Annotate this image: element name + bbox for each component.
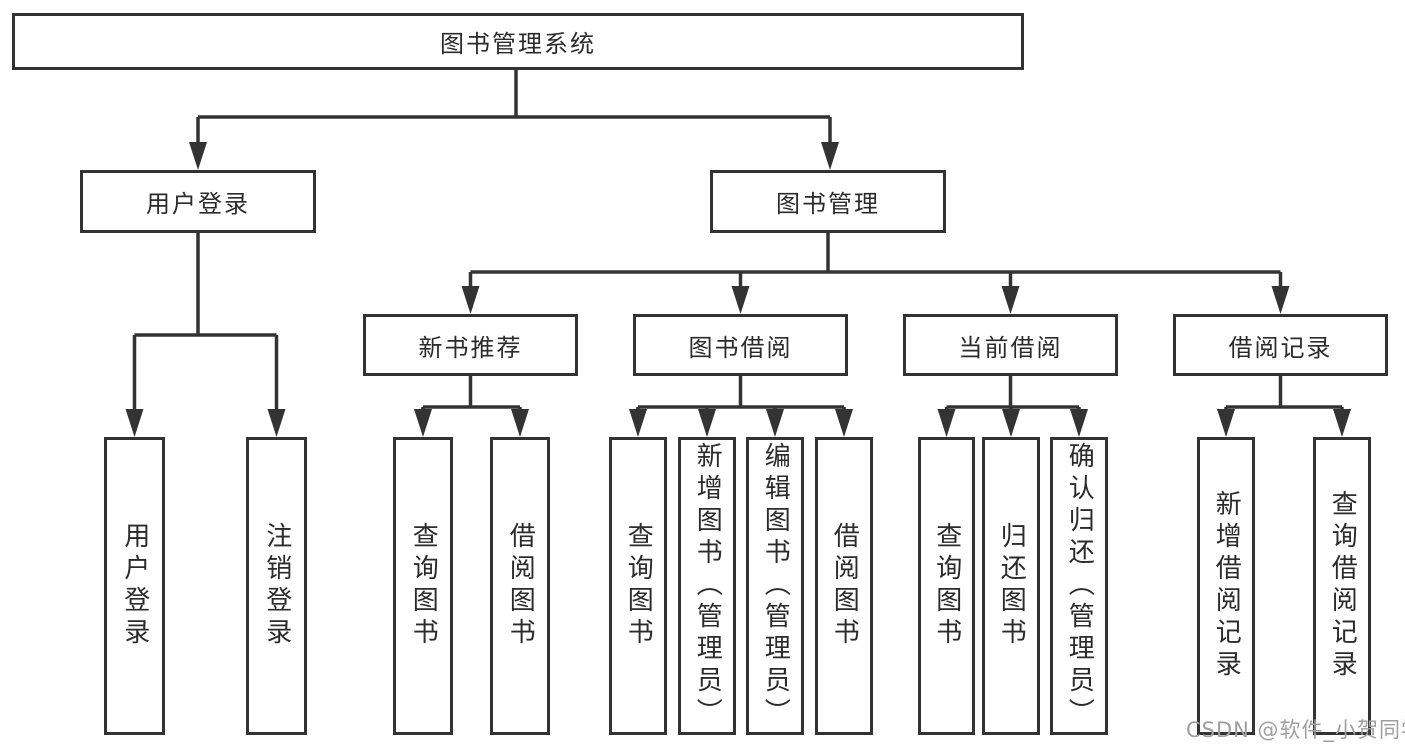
leaf-return-books: 归还图书 bbox=[982, 437, 1040, 735]
leaf-query-books-current-label: 查询图书 bbox=[931, 522, 962, 650]
arrowhead bbox=[1002, 409, 1020, 437]
leaf-query-borrow-record-label: 查询借阅记录 bbox=[1327, 490, 1358, 682]
arrowhead bbox=[267, 409, 286, 437]
leaf-confirm-return-admin-label: 确认归还（管理员） bbox=[1064, 442, 1095, 730]
edge-record-to-leaves bbox=[1224, 376, 1344, 412]
arrowhead bbox=[1070, 409, 1088, 437]
node-book-management-branch: 图书管理 bbox=[710, 170, 946, 233]
node-borrow-record: 借阅记录 bbox=[1173, 314, 1388, 376]
arrowhead bbox=[629, 409, 647, 437]
edge-recommend-to-leaves bbox=[421, 376, 522, 412]
arrowhead bbox=[937, 409, 956, 437]
edge-bookmgmt-to-level3 bbox=[468, 233, 1283, 289]
arrowhead bbox=[835, 409, 853, 437]
leaf-return-books-label: 归还图书 bbox=[996, 522, 1027, 650]
node-new-book-recommend: 新书推荐 bbox=[363, 314, 578, 376]
leaf-add-borrow-record-label: 新增借阅记录 bbox=[1211, 490, 1242, 682]
node-current-borrow-label: 当前借阅 bbox=[958, 333, 1063, 362]
arrowhead bbox=[461, 286, 480, 314]
leaf-add-books-admin-label: 新增图书（管理员） bbox=[692, 442, 723, 730]
leaf-query-books-borrow-label: 查询图书 bbox=[623, 522, 654, 650]
edge-root-to-level2 bbox=[196, 70, 832, 144]
leaf-user-login-label: 用户登录 bbox=[119, 522, 150, 650]
arrowhead bbox=[414, 409, 432, 437]
arrowhead bbox=[698, 409, 716, 437]
node-current-borrow: 当前借阅 bbox=[903, 314, 1118, 376]
node-book-management-label: 图书管理 bbox=[776, 190, 880, 218]
edge-userlogin-to-leaves bbox=[132, 233, 279, 412]
leaf-confirm-return-admin: 确认归还（管理员） bbox=[1050, 437, 1108, 735]
edge-paths bbox=[132, 70, 1344, 412]
node-book-borrow: 图书借阅 bbox=[633, 314, 848, 376]
leaf-add-borrow-record: 新增借阅记录 bbox=[1197, 437, 1255, 735]
leaf-query-borrow-record: 查询借阅记录 bbox=[1313, 437, 1371, 735]
node-root-system: 图书管理系统 bbox=[12, 13, 1024, 70]
leaf-logout-login: 注销登录 bbox=[246, 437, 307, 735]
leaf-borrow-books-label: 借阅图书 bbox=[829, 522, 860, 650]
node-user-login-label: 用户登录 bbox=[146, 190, 250, 218]
arrowhead bbox=[1333, 409, 1351, 437]
node-new-book-recommend-label: 新书推荐 bbox=[418, 333, 523, 362]
arrowhead bbox=[1001, 286, 1020, 314]
leaf-query-books-borrow: 查询图书 bbox=[609, 437, 667, 735]
node-root-label: 图书管理系统 bbox=[440, 30, 596, 58]
leaf-edit-books-admin: 编辑图书（管理员） bbox=[746, 437, 804, 735]
arrowhead bbox=[511, 409, 529, 437]
node-book-borrow-label: 图书借阅 bbox=[688, 333, 793, 362]
node-user-login-branch: 用户登录 bbox=[80, 170, 316, 233]
leaf-borrow-books-recommend-label: 借阅图书 bbox=[505, 522, 536, 650]
arrowhead bbox=[731, 286, 750, 314]
node-borrow-record-label: 借阅记录 bbox=[1228, 333, 1333, 362]
leaf-query-books-current: 查询图书 bbox=[918, 437, 975, 735]
leaf-borrow-books: 借阅图书 bbox=[815, 437, 873, 735]
arrowhead bbox=[189, 142, 207, 170]
leaf-query-books-recommend: 查询图书 bbox=[393, 437, 453, 735]
leaf-logout-login-label: 注销登录 bbox=[261, 522, 292, 650]
arrowheads bbox=[125, 142, 1351, 437]
arrowhead bbox=[1217, 409, 1235, 437]
arrowhead bbox=[1271, 286, 1290, 314]
leaf-edit-books-admin-label: 编辑图书（管理员） bbox=[760, 442, 791, 730]
edge-borrow-to-leaves bbox=[636, 376, 846, 412]
leaf-query-books-recommend-label: 查询图书 bbox=[408, 522, 439, 650]
edge-current-to-leaves bbox=[944, 376, 1081, 412]
leaf-add-books-admin: 新增图书（管理员） bbox=[678, 437, 736, 735]
arrowhead bbox=[821, 142, 839, 170]
arrowhead bbox=[766, 409, 784, 437]
leaf-user-login: 用户登录 bbox=[104, 437, 165, 735]
arrowhead bbox=[125, 409, 144, 437]
leaf-borrow-books-recommend: 借阅图书 bbox=[490, 437, 550, 735]
csdn-watermark: CSDN @软件_小贺同学 bbox=[1186, 718, 1405, 742]
